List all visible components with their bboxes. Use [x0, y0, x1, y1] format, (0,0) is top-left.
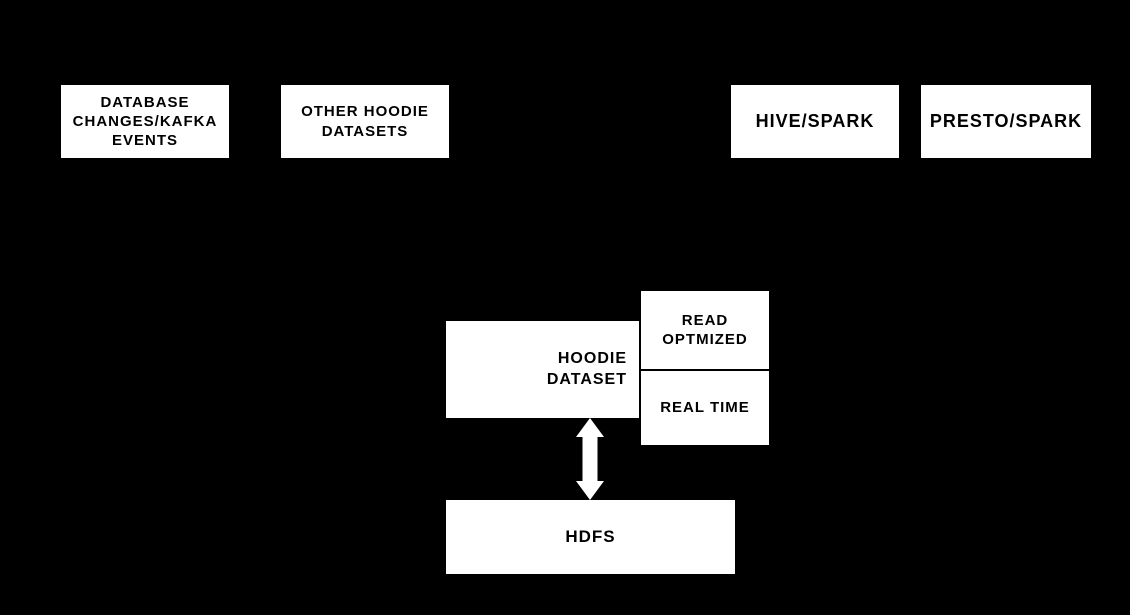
node-database-changes-kafka-events-label: DATABASE CHANGES/KAFKA EVENTS: [72, 93, 218, 150]
node-other-hoodie-datasets-label: OTHER HOODIE DATASETS: [301, 103, 429, 140]
node-other-hoodie-datasets: OTHER HOODIE DATASETS: [281, 85, 449, 158]
node-read-optimized: READ OPTMIZED: [641, 291, 769, 369]
node-hoodie-dataset: HOODIE DATASET: [446, 321, 639, 418]
node-hdfs-label: HDFS: [565, 527, 616, 547]
node-real-time-label: REAL TIME: [660, 399, 750, 417]
node-real-time: REAL TIME: [641, 371, 769, 445]
node-presto-spark-label: PRESTO/SPARK: [929, 110, 1083, 131]
node-read-optimized-label: READ OPTMIZED: [662, 311, 748, 348]
double-arrow-shape: [576, 418, 604, 500]
double-arrow-icon: [576, 418, 604, 500]
node-database-changes-kafka-events: DATABASE CHANGES/KAFKA EVENTS: [61, 85, 229, 158]
node-hive-spark-label: HIVE/SPARK: [755, 110, 875, 131]
node-hoodie-dataset-label: HOODIE DATASET: [546, 350, 627, 388]
node-hive-spark: HIVE/SPARK: [731, 85, 899, 158]
node-hdfs: HDFS: [446, 500, 735, 574]
node-presto-spark: PRESTO/SPARK: [921, 85, 1091, 158]
